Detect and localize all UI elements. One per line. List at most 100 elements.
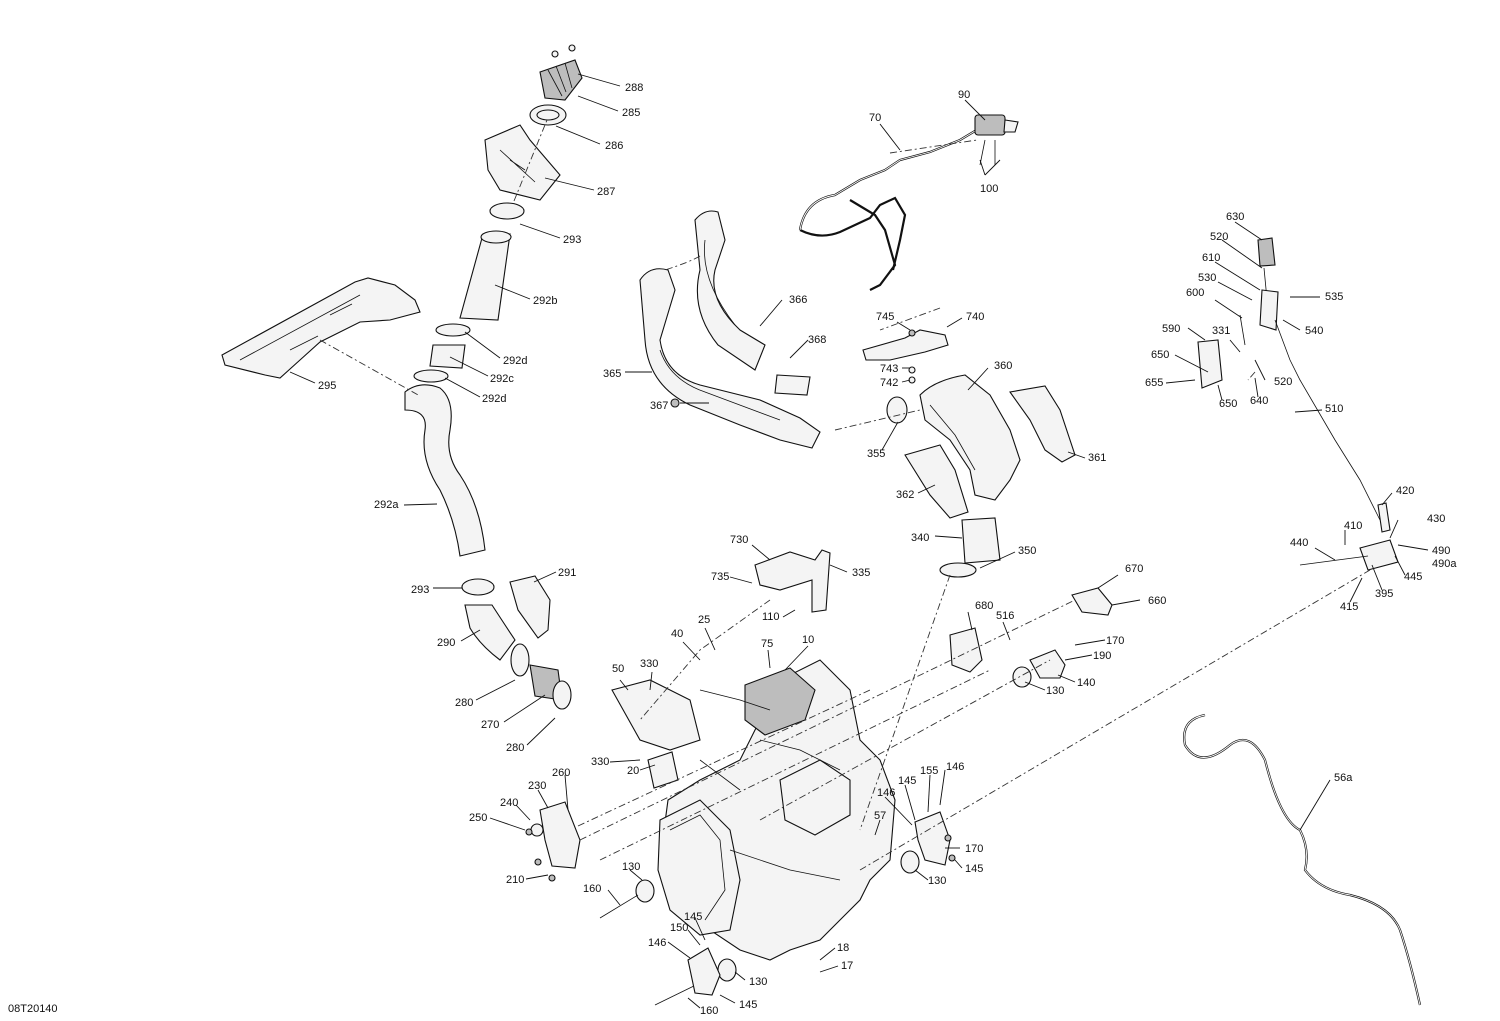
callout-285: 285 — [622, 107, 640, 119]
callout-57: 57 — [874, 810, 886, 822]
callout-510: 510 — [1325, 403, 1343, 415]
gasket-368 — [774, 374, 811, 396]
callout-415: 415 — [1340, 601, 1358, 613]
damper-130-right — [900, 850, 920, 874]
callout-146: 146 — [946, 761, 964, 773]
callout-280: 280 — [455, 697, 473, 709]
callout-293: 293 — [411, 584, 429, 596]
leader-lines — [289, 73, 1429, 1009]
callout-630: 630 — [1226, 211, 1244, 223]
callout-365: 365 — [603, 368, 621, 380]
callout-270: 270 — [481, 719, 499, 731]
callout-230: 230 — [528, 780, 546, 792]
callout-740: 740 — [966, 311, 984, 323]
callout-520: 520 — [1210, 231, 1228, 243]
callout-410: 410 — [1344, 520, 1362, 532]
callout-295: 295 — [318, 380, 336, 392]
flex-340 — [961, 517, 1001, 564]
callout-540: 540 — [1305, 325, 1323, 337]
bolt-160-upper — [599, 894, 639, 919]
callout-330: 330 — [591, 756, 609, 768]
callout-361: 361 — [1088, 452, 1106, 464]
callout-18: 18 — [837, 942, 849, 954]
callout-288: 288 — [625, 82, 643, 94]
callout-146: 146 — [877, 787, 895, 799]
callout-240: 240 — [500, 797, 518, 809]
callout-140: 140 — [1077, 677, 1095, 689]
clamp-lower — [461, 578, 495, 596]
bracket-740 — [862, 329, 949, 384]
callout-395: 395 — [1375, 588, 1393, 600]
callout-430: 430 — [1427, 513, 1445, 525]
callout-145: 145 — [898, 775, 916, 787]
callout-20: 20 — [627, 765, 639, 777]
callout-600: 600 — [1186, 287, 1204, 299]
callout-10: 10 — [802, 634, 814, 646]
callout-340: 340 — [911, 532, 929, 544]
callout-291: 291 — [558, 567, 576, 579]
engine-mount-left — [525, 801, 581, 882]
callout-590: 590 — [1162, 323, 1180, 335]
callout-516: 516 — [996, 610, 1014, 622]
callout-292c: 292c — [490, 373, 514, 385]
duct-292a — [404, 384, 486, 557]
bolt-160-lower — [654, 982, 701, 1006]
callout-50: 50 — [612, 663, 624, 675]
callout-labels: 288 285 286 287 293 292b 292d 292c 292d … — [318, 82, 1457, 1017]
exhaust-pipe-366 — [694, 210, 766, 371]
gasket-350 — [939, 562, 977, 578]
callout-368: 368 — [808, 334, 826, 346]
callout-260: 260 — [552, 767, 570, 779]
callout-290: 290 — [437, 637, 455, 649]
callout-145: 145 — [965, 863, 983, 875]
damper-130-left — [635, 879, 655, 903]
callout-445: 445 — [1404, 571, 1422, 583]
callout-70: 70 — [869, 112, 881, 124]
callout-331: 331 — [1212, 325, 1230, 337]
muffler-360 — [919, 374, 1021, 501]
damper-130-top — [1012, 666, 1032, 688]
callout-420: 420 — [1396, 485, 1414, 497]
callout-360: 360 — [994, 360, 1012, 372]
callout-730: 730 — [730, 534, 748, 546]
callout-250: 250 — [469, 812, 487, 824]
callout-56a: 56a — [1334, 772, 1353, 784]
engine-mount-right — [914, 811, 956, 866]
callout-286: 286 — [605, 140, 623, 152]
callout-130: 130 — [622, 861, 640, 873]
document-id: 08T20140 — [8, 1003, 58, 1015]
callout-655: 655 — [1145, 377, 1163, 389]
elbow-290 — [464, 604, 516, 661]
bracket-730 — [754, 549, 831, 613]
cover-291 — [509, 575, 551, 639]
clamp-top — [489, 202, 525, 220]
engine-mount-lower — [687, 947, 721, 996]
clamp-280b — [552, 680, 572, 710]
callout-17: 17 — [841, 960, 853, 972]
callout-743: 743 — [880, 363, 898, 375]
shield-362 — [904, 444, 969, 519]
callout-145: 145 — [684, 911, 702, 923]
callout-110: 110 — [762, 611, 780, 623]
callout-170: 170 — [1106, 635, 1124, 647]
callout-335: 335 — [852, 567, 870, 579]
callout-287: 287 — [597, 186, 615, 198]
callout-680: 680 — [975, 600, 993, 612]
callout-150: 150 — [670, 922, 688, 934]
callout-350: 350 — [1018, 545, 1036, 557]
callout-650: 650 — [1219, 398, 1237, 410]
callout-90: 90 — [958, 89, 970, 101]
callout-160: 160 — [700, 1005, 718, 1017]
callout-292d: 292d — [482, 393, 506, 405]
callout-292a: 292a — [374, 499, 399, 511]
callout-75: 75 — [761, 638, 773, 650]
coupler-292d-b — [413, 369, 449, 383]
callout-530: 530 — [1198, 272, 1216, 284]
exhaust-pipe-365 — [639, 268, 821, 449]
callout-440: 440 — [1290, 537, 1308, 549]
callout-145: 145 — [739, 999, 757, 1011]
callout-130: 130 — [928, 875, 946, 887]
callout-640: 640 — [1250, 395, 1268, 407]
hose-56a — [1183, 713, 1422, 1006]
